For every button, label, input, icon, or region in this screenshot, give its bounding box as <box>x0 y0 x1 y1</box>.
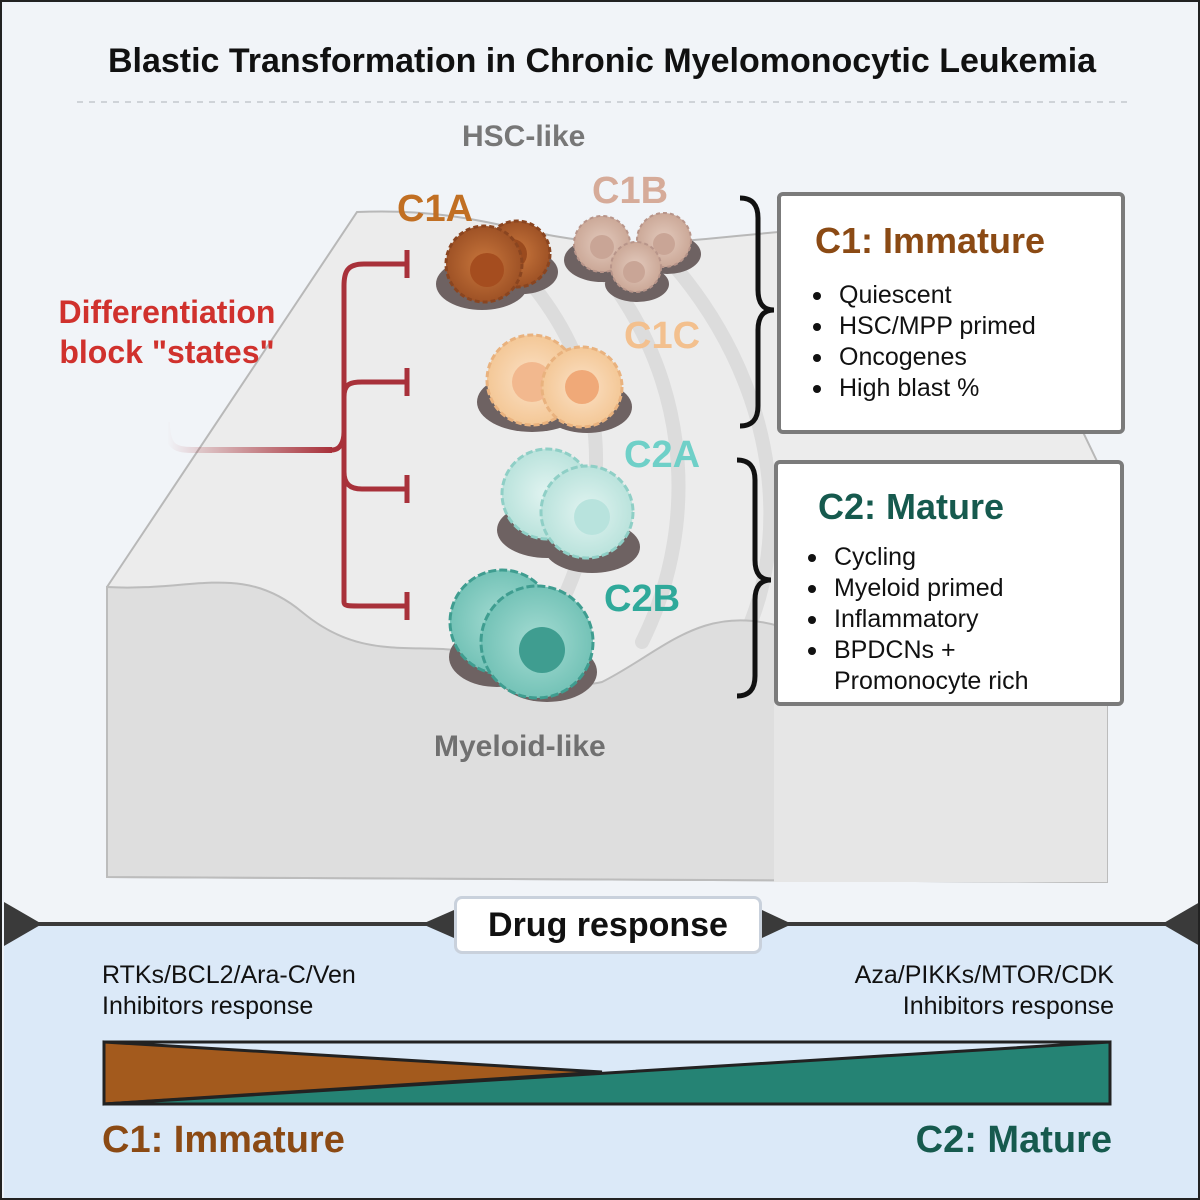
list-item: High blast % <box>811 373 1036 404</box>
list-item: Quiescent <box>811 280 1036 311</box>
cluster-label-c2b: C2B <box>604 578 681 620</box>
separator-arrow-left <box>4 902 42 946</box>
title-arrow-left <box>422 910 454 938</box>
c2-mature-box: C2: Mature Cycling Myeloid primed Inflam… <box>774 460 1124 706</box>
list-item: Myeloid primed <box>806 573 1029 604</box>
cell-cluster-c1a <box>436 219 558 310</box>
brace-c1 <box>739 195 775 429</box>
c1-drug-caption: Inhibitors response <box>102 992 314 1020</box>
cluster-label-c1b: C1B <box>592 170 669 212</box>
separator-arrow-right <box>1162 903 1198 945</box>
c2-drug-response: Aza/PIKKs/MTOR/CDK Inhibitors response <box>855 960 1114 1022</box>
figure-title: Blastic Transformation in Chronic Myelom… <box>107 42 1097 80</box>
cell-cluster-c1c <box>477 333 632 433</box>
cell-cluster-c1b <box>564 212 701 302</box>
c1-box-title: C1: Immature <box>815 220 1046 261</box>
c2-drug-caption: Inhibitors response <box>902 992 1114 1020</box>
response-bar-frame <box>102 1040 1112 1106</box>
block-branches <box>341 379 407 492</box>
cluster-label-c1c: C1C <box>624 315 701 357</box>
list-item-continuation: Promonocyte rich <box>834 667 1029 695</box>
block-join <box>331 431 347 453</box>
title-arrow-right <box>762 910 792 938</box>
list-item: BPDCNs + <box>806 635 1029 666</box>
c1-drug-list: RTKs/BCL2/Ara-C/Ven <box>102 961 356 989</box>
landscape-right-face <box>774 702 1107 882</box>
c2-box-title: C2: Mature <box>818 486 1005 527</box>
c2-drug-list: Aza/PIKKs/MTOR/CDK <box>854 961 1114 989</box>
bottom-label-immature: C1: Immature <box>102 1119 345 1161</box>
drug-response-title: Drug response <box>454 896 762 954</box>
cluster-label-c2a: C2A <box>624 434 701 476</box>
list-item: Oncogenes <box>811 342 1036 373</box>
brace-c2 <box>736 457 772 699</box>
list-item: HSC/MPP primed <box>811 311 1036 342</box>
c1-drug-response: RTKs/BCL2/Ara-C/Ven Inhibitors response <box>102 960 356 1022</box>
cell-cluster-c2b <box>448 568 597 702</box>
cluster-label-c1a: C1A <box>397 188 474 230</box>
myeloid-like-label: Myeloid-like <box>434 730 606 763</box>
c1-immature-box: C1: Immature Quiescent HSC/MPP primed On… <box>777 192 1125 434</box>
c1-feature-list: Quiescent HSC/MPP primed Oncogenes High … <box>811 280 1036 404</box>
bottom-label-mature: C2: Mature <box>915 1119 1112 1161</box>
c2-feature-list: Cycling Myeloid primed Inflammatory BPDC… <box>806 542 1029 697</box>
cell-cluster-c2a <box>497 447 640 573</box>
list-item: Inflammatory <box>806 604 1029 635</box>
differentiation-block-label: Differentiation block "states" <box>58 294 276 370</box>
hsc-like-label: HSC-like <box>462 120 586 153</box>
block-line-source <box>164 421 332 453</box>
list-item: Cycling <box>806 542 1029 573</box>
